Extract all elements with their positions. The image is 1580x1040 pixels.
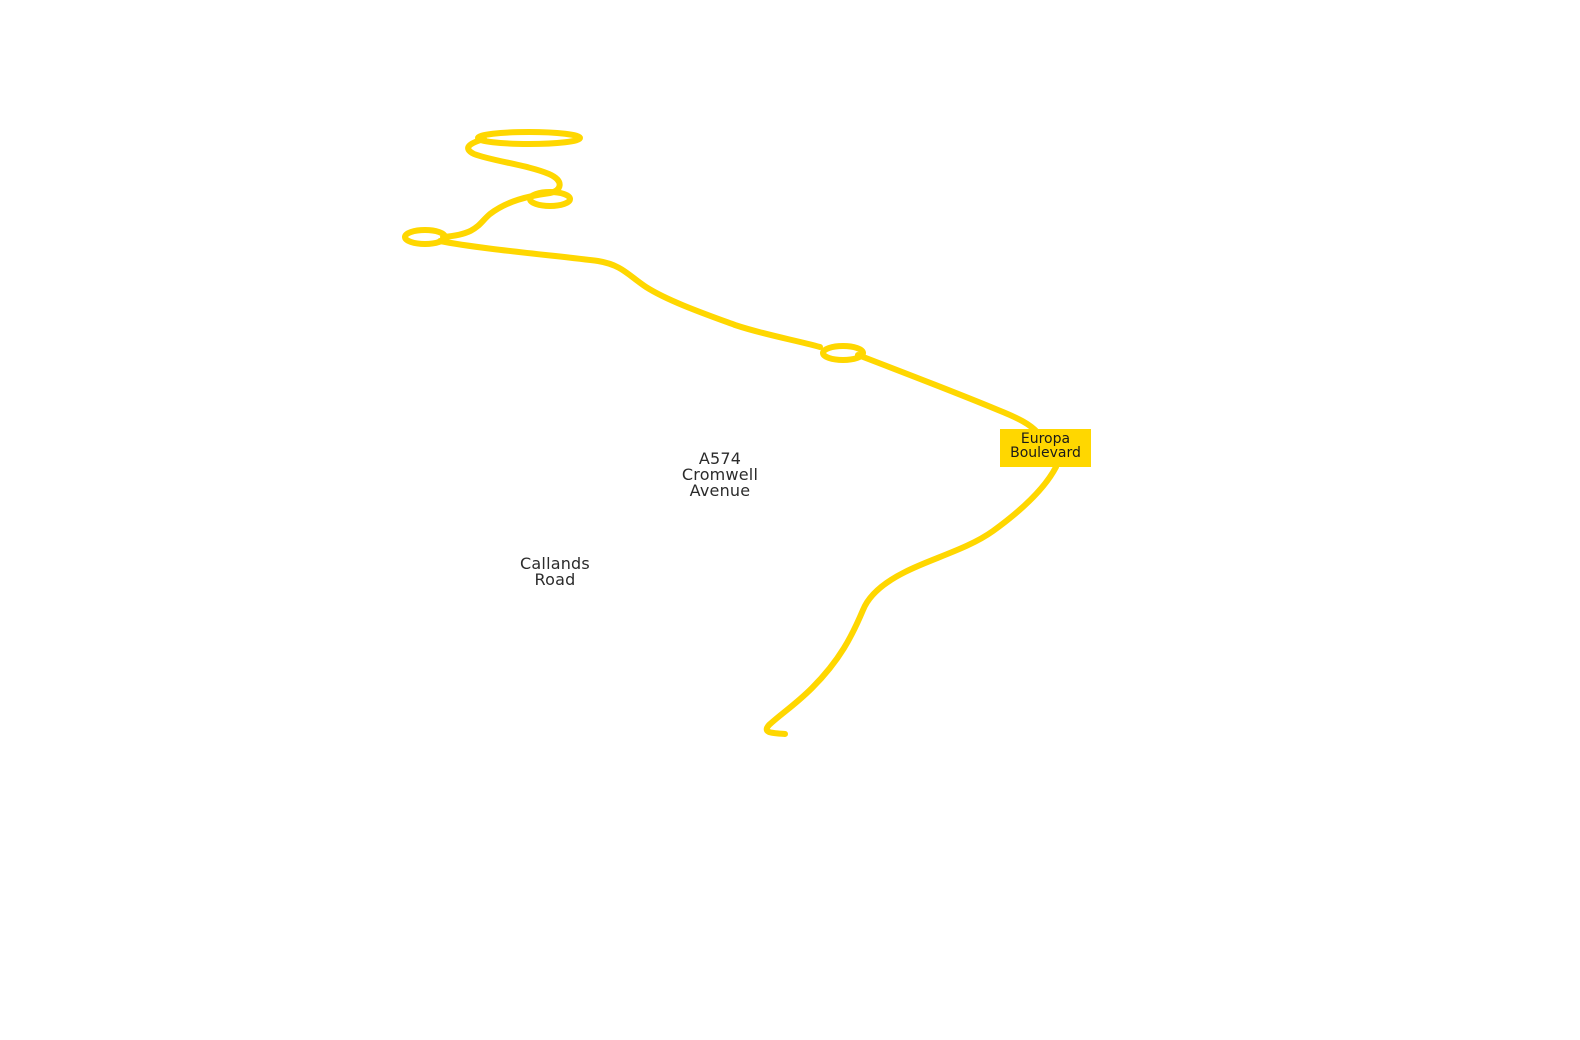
road-label-europa-boulevard: Europa Boulevard [1000,429,1091,467]
roundabout-upper-middle [527,189,573,209]
roundabout-east [820,343,866,363]
roundabout-top [475,129,583,147]
route-line [437,136,1059,737]
road-label-cromwell-avenue: A574 Cromwell Avenue [681,449,759,500]
road-label-callands-road: Callands Road [520,554,590,589]
roundabout-west [402,227,448,247]
